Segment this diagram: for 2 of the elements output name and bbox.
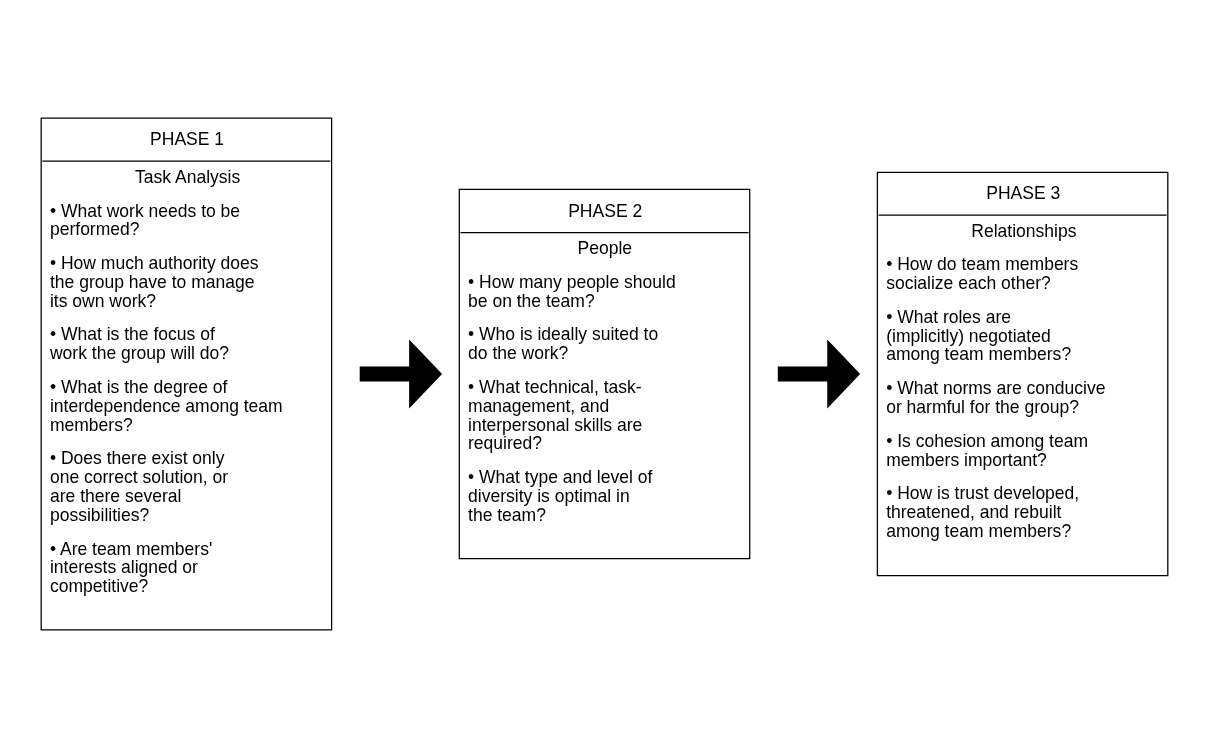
arrow — [359, 338, 443, 409]
arrow — [777, 338, 861, 409]
